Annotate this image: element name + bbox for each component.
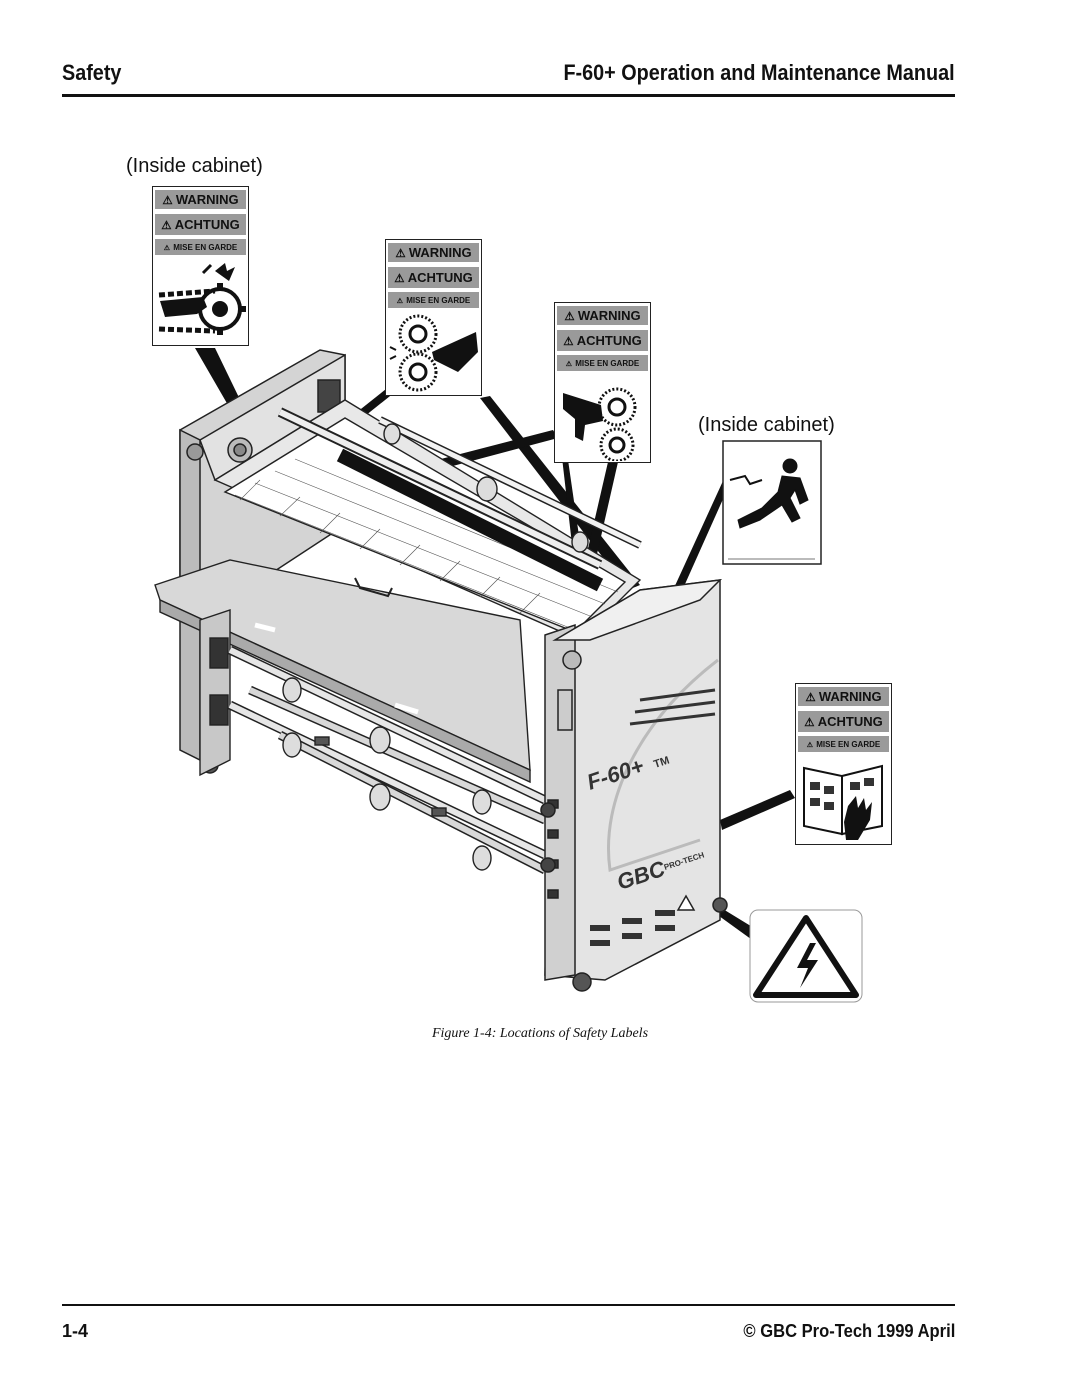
warning-band: ⚠WARNING	[388, 243, 479, 262]
copyright-notice: © GBC Pro-Tech 1999 April	[743, 1321, 955, 1341]
inside-cabinet-callout-left: (Inside cabinet)	[126, 155, 263, 177]
page-number: 1-4	[62, 1321, 89, 1341]
manual-title: F-60+ Operation and Maintenance Manual	[563, 60, 955, 85]
inside-cabinet-callout-right: (Inside cabinet)	[698, 414, 835, 436]
high-voltage-sign	[749, 909, 863, 1003]
safety-label-nip-point-2: ⚠WARNING ⚠ACHTUNG ⚠MISE EN GARDE	[554, 302, 651, 463]
achtung-band: ⚠ACHTUNG	[388, 267, 479, 288]
warning-triangle-icon: ⚠	[394, 271, 405, 285]
warning-text: WARNING	[818, 689, 882, 704]
warning-band: ⚠WARNING	[557, 306, 648, 325]
laminator-body	[154, 399, 642, 875]
safety-label-nip-point-1: ⚠WARNING ⚠ACHTUNG ⚠MISE EN GARDE	[385, 239, 482, 396]
electric-shock-label	[722, 440, 822, 565]
right-cabinet	[540, 578, 728, 992]
mise-en-garde-band: ⚠MISE EN GARDE	[155, 239, 246, 255]
warning-triangle-icon: ⚠	[565, 358, 573, 368]
roller-nip-hand-icon	[389, 314, 478, 392]
achtung-band: ⚠ACHTUNG	[557, 330, 648, 351]
warning-triangle-icon: ⚠	[804, 715, 815, 729]
warning-text: WARNING	[175, 192, 239, 207]
warning-band: ⚠WARNING	[155, 190, 246, 209]
lightning-bolt-icon	[797, 943, 818, 988]
mise-en-garde-band: ⚠MISE EN GARDE	[798, 736, 889, 752]
read-manual-icon	[803, 764, 883, 840]
chain-sprocket-hand-icon	[158, 263, 246, 335]
safety-label-chain-guard: ⚠WARNING ⚠ACHTUNG ⚠MISE EN GARDE	[152, 186, 249, 346]
figure-caption: Figure 1-4: Locations of Safety Labels	[431, 1026, 649, 1041]
electrocution-icon	[729, 458, 809, 529]
mise-en-garde-text: MISE EN GARDE	[816, 739, 881, 749]
footer-rule	[62, 1304, 955, 1306]
mise-en-garde-text: MISE EN GARDE	[575, 358, 640, 368]
warning-triangle-icon: ⚠	[396, 295, 404, 305]
achtung-text: ACHTUNG	[407, 270, 473, 285]
mise-en-garde-band: ⚠MISE EN GARDE	[557, 355, 648, 371]
achtung-text: ACHTUNG	[174, 217, 240, 232]
warning-band: ⚠WARNING	[798, 687, 889, 706]
achtung-text: ACHTUNG	[576, 333, 642, 348]
model-tm-mark: TM	[652, 755, 671, 771]
warning-triangle-icon: ⚠	[163, 242, 171, 252]
roller-nip-hand-icon	[563, 387, 637, 461]
mise-en-garde-text: MISE EN GARDE	[406, 295, 471, 305]
warning-triangle-icon: ⚠	[806, 739, 814, 749]
warning-triangle-icon: ⚠	[161, 218, 172, 232]
page-header: Safety F-60+ Operation and Maintenance M…	[62, 58, 955, 97]
warning-triangle-icon: ⚠	[395, 246, 406, 260]
section-title: Safety	[62, 60, 122, 85]
achtung-text: ACHTUNG	[817, 714, 883, 729]
warning-triangle-icon: ⚠	[162, 193, 173, 207]
achtung-band: ⚠ACHTUNG	[798, 711, 889, 732]
warning-text: WARNING	[577, 308, 641, 323]
warning-triangle-icon: ⚠	[564, 309, 575, 323]
mise-en-garde-band: ⚠MISE EN GARDE	[388, 292, 479, 308]
mise-en-garde-text: MISE EN GARDE	[173, 242, 238, 252]
warning-triangle-icon: ⚠	[563, 334, 574, 348]
warning-triangle-icon: ⚠	[805, 690, 816, 704]
safety-label-read-manual: ⚠WARNING ⚠ACHTUNG ⚠MISE EN GARDE	[795, 683, 892, 845]
achtung-band: ⚠ACHTUNG	[155, 214, 246, 235]
warning-text: WARNING	[408, 245, 472, 260]
